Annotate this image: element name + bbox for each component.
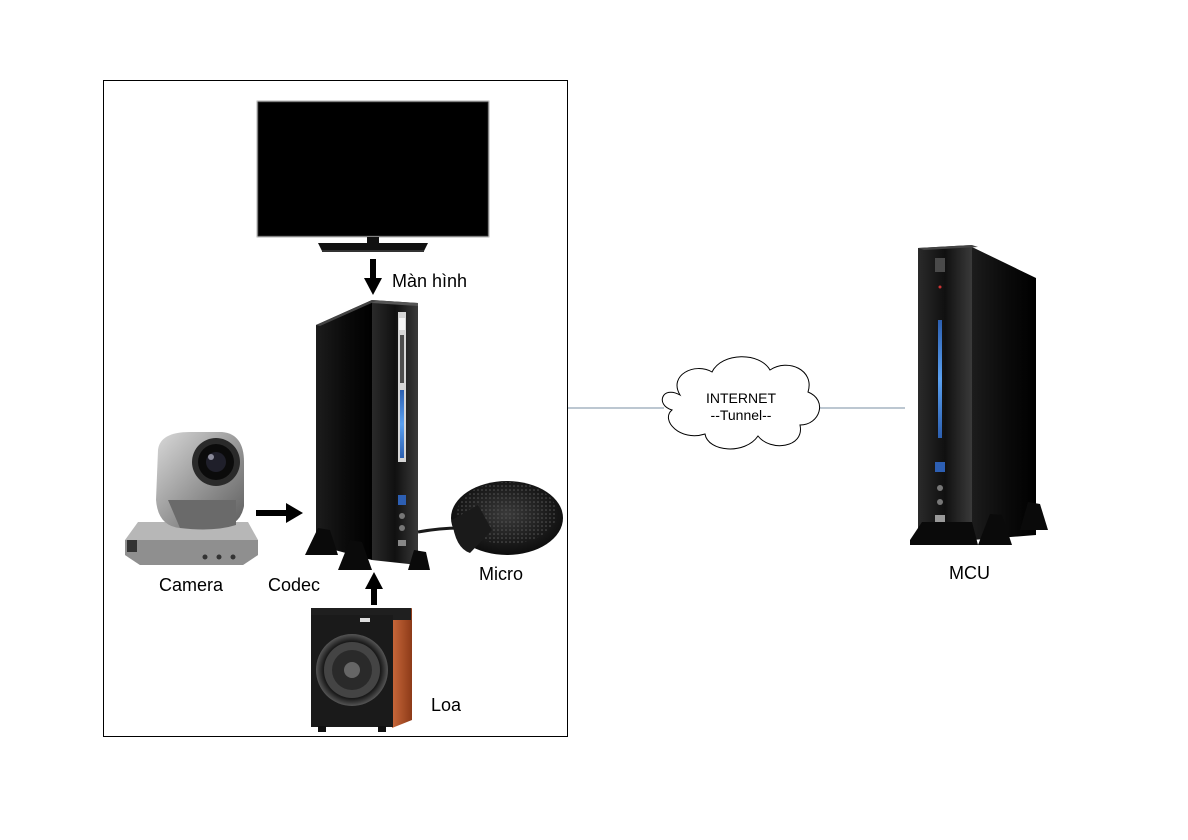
cloud-label-internet: INTERNET [706,390,776,406]
subwoofer-icon [311,608,412,732]
label-monitor: Màn hình [392,271,467,291]
cloud-icon [661,356,820,450]
label-camera: Camera [159,575,224,595]
tower-server-icon [910,245,1048,545]
label-micro: Micro [479,564,523,584]
ptz-camera-icon [125,432,258,565]
conference-microphone-icon [417,481,563,555]
tv-monitor-icon [256,100,490,252]
label-codec: Codec [268,575,320,595]
tower-pc-icon [305,300,430,570]
label-mcu: MCU [949,563,990,583]
arrow-monitor-to-codec [364,259,382,295]
cloud-label-tunnel: --Tunnel-- [711,407,772,423]
site-boundary-box [103,80,568,737]
arrow-speaker-to-codec [365,572,383,605]
arrow-camera-to-codec [256,503,303,523]
label-speaker: Loa [431,695,462,715]
